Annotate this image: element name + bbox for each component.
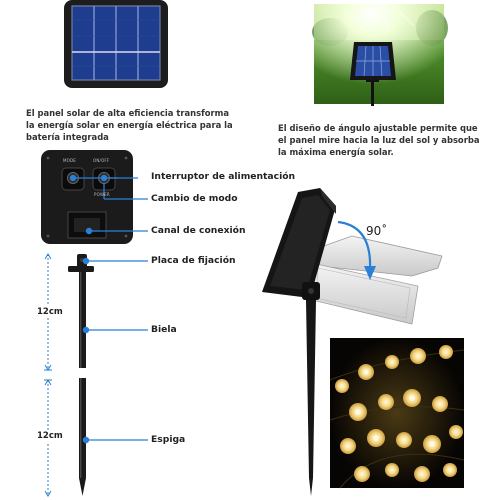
angle-caption-line: la máxima energía solar. [278, 147, 394, 157]
label-mounting-plate: Placa de fijación [151, 255, 236, 266]
angle-caption-line: el panel mire hacia la luz del sol y abs… [278, 135, 480, 145]
string-lights-photo [329, 338, 465, 489]
rotation-angle: 90˚ [366, 224, 388, 238]
on-off-text: ON/OFF [93, 158, 110, 163]
label-connection-channel: Canal de conexión [151, 225, 246, 236]
dimension-upper: 12cm [37, 306, 63, 318]
garden-photo [312, 3, 448, 106]
panel-caption-line: la energía solar en energía eléctrica pa… [26, 120, 233, 130]
panel-caption-line: batería integrada [26, 132, 109, 142]
power-text: POWER [94, 192, 110, 197]
callout-dots [69, 174, 108, 444]
label-spike: Espiga [151, 434, 186, 445]
angle-caption-line: El diseño de ángulo ajustable permite qu… [278, 123, 478, 133]
panel-caption-line: El panel solar de alta eficiencia transf… [26, 108, 229, 118]
label-power-switch: Interruptor de alimentación [151, 171, 296, 182]
dimension-lower: 12cm [37, 430, 63, 442]
solar-panel-top-view [64, 0, 168, 88]
label-mode-change: Cambio de modo [151, 193, 238, 204]
panel-caption: El panel solar de alta eficiencia transf… [26, 107, 236, 143]
angle-caption: El diseño de ángulo ajustable permite qu… [278, 122, 490, 158]
dimension-lines [44, 253, 52, 497]
mounting-stake [68, 254, 94, 496]
adjustable-panel-diagram [262, 188, 443, 496]
label-rod: Biela [151, 324, 177, 335]
mode-text: MODE [63, 158, 77, 163]
